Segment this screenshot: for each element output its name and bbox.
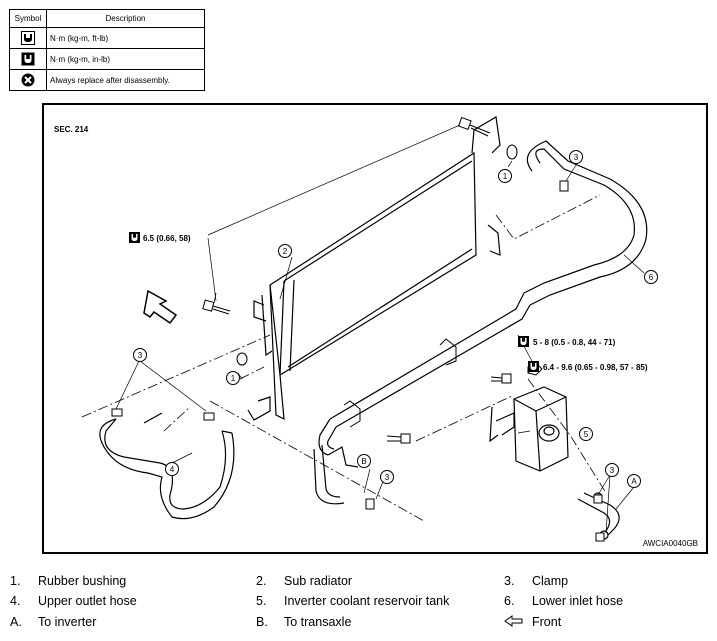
svg-text:B: B bbox=[361, 457, 366, 466]
inverter-coolant-reservoir-tank bbox=[489, 386, 569, 472]
callout-1-left: 1 bbox=[226, 371, 240, 385]
callout-6: 6 bbox=[644, 270, 658, 284]
torque-in-lb-icon bbox=[21, 52, 35, 66]
torque-label-1: 6.5 (0.66, 58) bbox=[143, 234, 191, 243]
legend-item-1: 1.Rubber bushing bbox=[10, 574, 127, 588]
svg-text:3: 3 bbox=[574, 153, 579, 162]
callout-4: 4 bbox=[165, 462, 179, 476]
svg-text:3: 3 bbox=[138, 351, 143, 360]
sub-radiator bbox=[247, 116, 501, 421]
symbol-row-1-description: N·m (kg-m, ft-lb) bbox=[46, 27, 205, 49]
legend-item-2: 2.Sub radiator bbox=[256, 574, 353, 588]
torque-in-lb-icon bbox=[528, 361, 539, 372]
legend-item-b: B.To transaxle bbox=[256, 615, 352, 629]
leader-lines bbox=[115, 124, 645, 534]
legend-item-3: 3.Clamp bbox=[504, 574, 569, 588]
upper-outlet-hose bbox=[99, 412, 235, 520]
callout-3-bottom: 3 bbox=[380, 470, 394, 484]
section-label: SEC. 214 bbox=[54, 125, 89, 134]
symbol-row-2-description: N·m (kg-m, in-lb) bbox=[46, 48, 205, 70]
symbol-table: Symbol Description N·m (kg-m, ft-lb) N·m… bbox=[9, 9, 205, 91]
callout-3-right: 3 bbox=[605, 463, 619, 477]
cooling-system-diagram: SEC. 214 bbox=[54, 116, 698, 548]
alignment-lines bbox=[81, 194, 607, 522]
torque-label-2: 5 - 8 (0.5 - 0.8, 44 - 71) bbox=[533, 338, 616, 347]
bolt-top bbox=[457, 116, 518, 160]
svg-text:6: 6 bbox=[649, 273, 654, 282]
front-direction-arrow-icon bbox=[143, 289, 178, 325]
callout-b: B bbox=[357, 454, 371, 468]
bolt-left bbox=[202, 299, 248, 366]
svg-text:5: 5 bbox=[584, 430, 589, 439]
svg-text:A: A bbox=[631, 477, 637, 486]
torque-in-lb-icon bbox=[129, 232, 140, 243]
svg-text:1: 1 bbox=[503, 172, 508, 181]
front-arrow-icon bbox=[504, 615, 523, 627]
legend-item-a: A.To inverter bbox=[10, 615, 97, 629]
svg-text:4: 4 bbox=[170, 465, 175, 474]
torque-in-lb-icon bbox=[518, 336, 529, 347]
callout-3-top: 3 bbox=[569, 150, 583, 164]
symbol-row-3-description: Always replace after disassembly. bbox=[46, 69, 205, 91]
svg-text:1: 1 bbox=[231, 374, 236, 383]
diagram-code: AWCIA0040GB bbox=[643, 539, 698, 548]
parts-legend: 1.Rubber bushing 2.Sub radiator 3.Clamp … bbox=[0, 572, 717, 638]
callout-5: 5 bbox=[579, 427, 593, 441]
svg-text:3: 3 bbox=[610, 466, 615, 475]
legend-item-front: Front bbox=[504, 615, 561, 629]
diagram-frame: SEC. 214 bbox=[42, 103, 708, 554]
torque-ft-lb-icon bbox=[21, 31, 35, 45]
legend-item-6: 6.Lower inlet hose bbox=[504, 594, 624, 608]
callout-3-left: 3 bbox=[133, 348, 147, 362]
lower-inlet-hose bbox=[313, 140, 648, 505]
description-header: Description bbox=[46, 9, 205, 28]
svg-text:3: 3 bbox=[385, 473, 390, 482]
replace-part-icon bbox=[21, 73, 35, 87]
symbol-header: Symbol bbox=[9, 9, 47, 28]
torque-label-3: 6.4 - 9.6 (0.65 - 0.98, 57 - 85) bbox=[543, 363, 648, 372]
callout-2: 2 bbox=[278, 244, 292, 258]
hose-brackets bbox=[343, 338, 457, 428]
legend-item-4: 4.Upper outlet hose bbox=[10, 594, 137, 608]
callout-a: A bbox=[627, 474, 641, 488]
callout-1-top: 1 bbox=[498, 169, 512, 183]
svg-text:2: 2 bbox=[283, 247, 288, 256]
legend-item-5: 5.Inverter coolant reservoir tank bbox=[256, 594, 450, 608]
